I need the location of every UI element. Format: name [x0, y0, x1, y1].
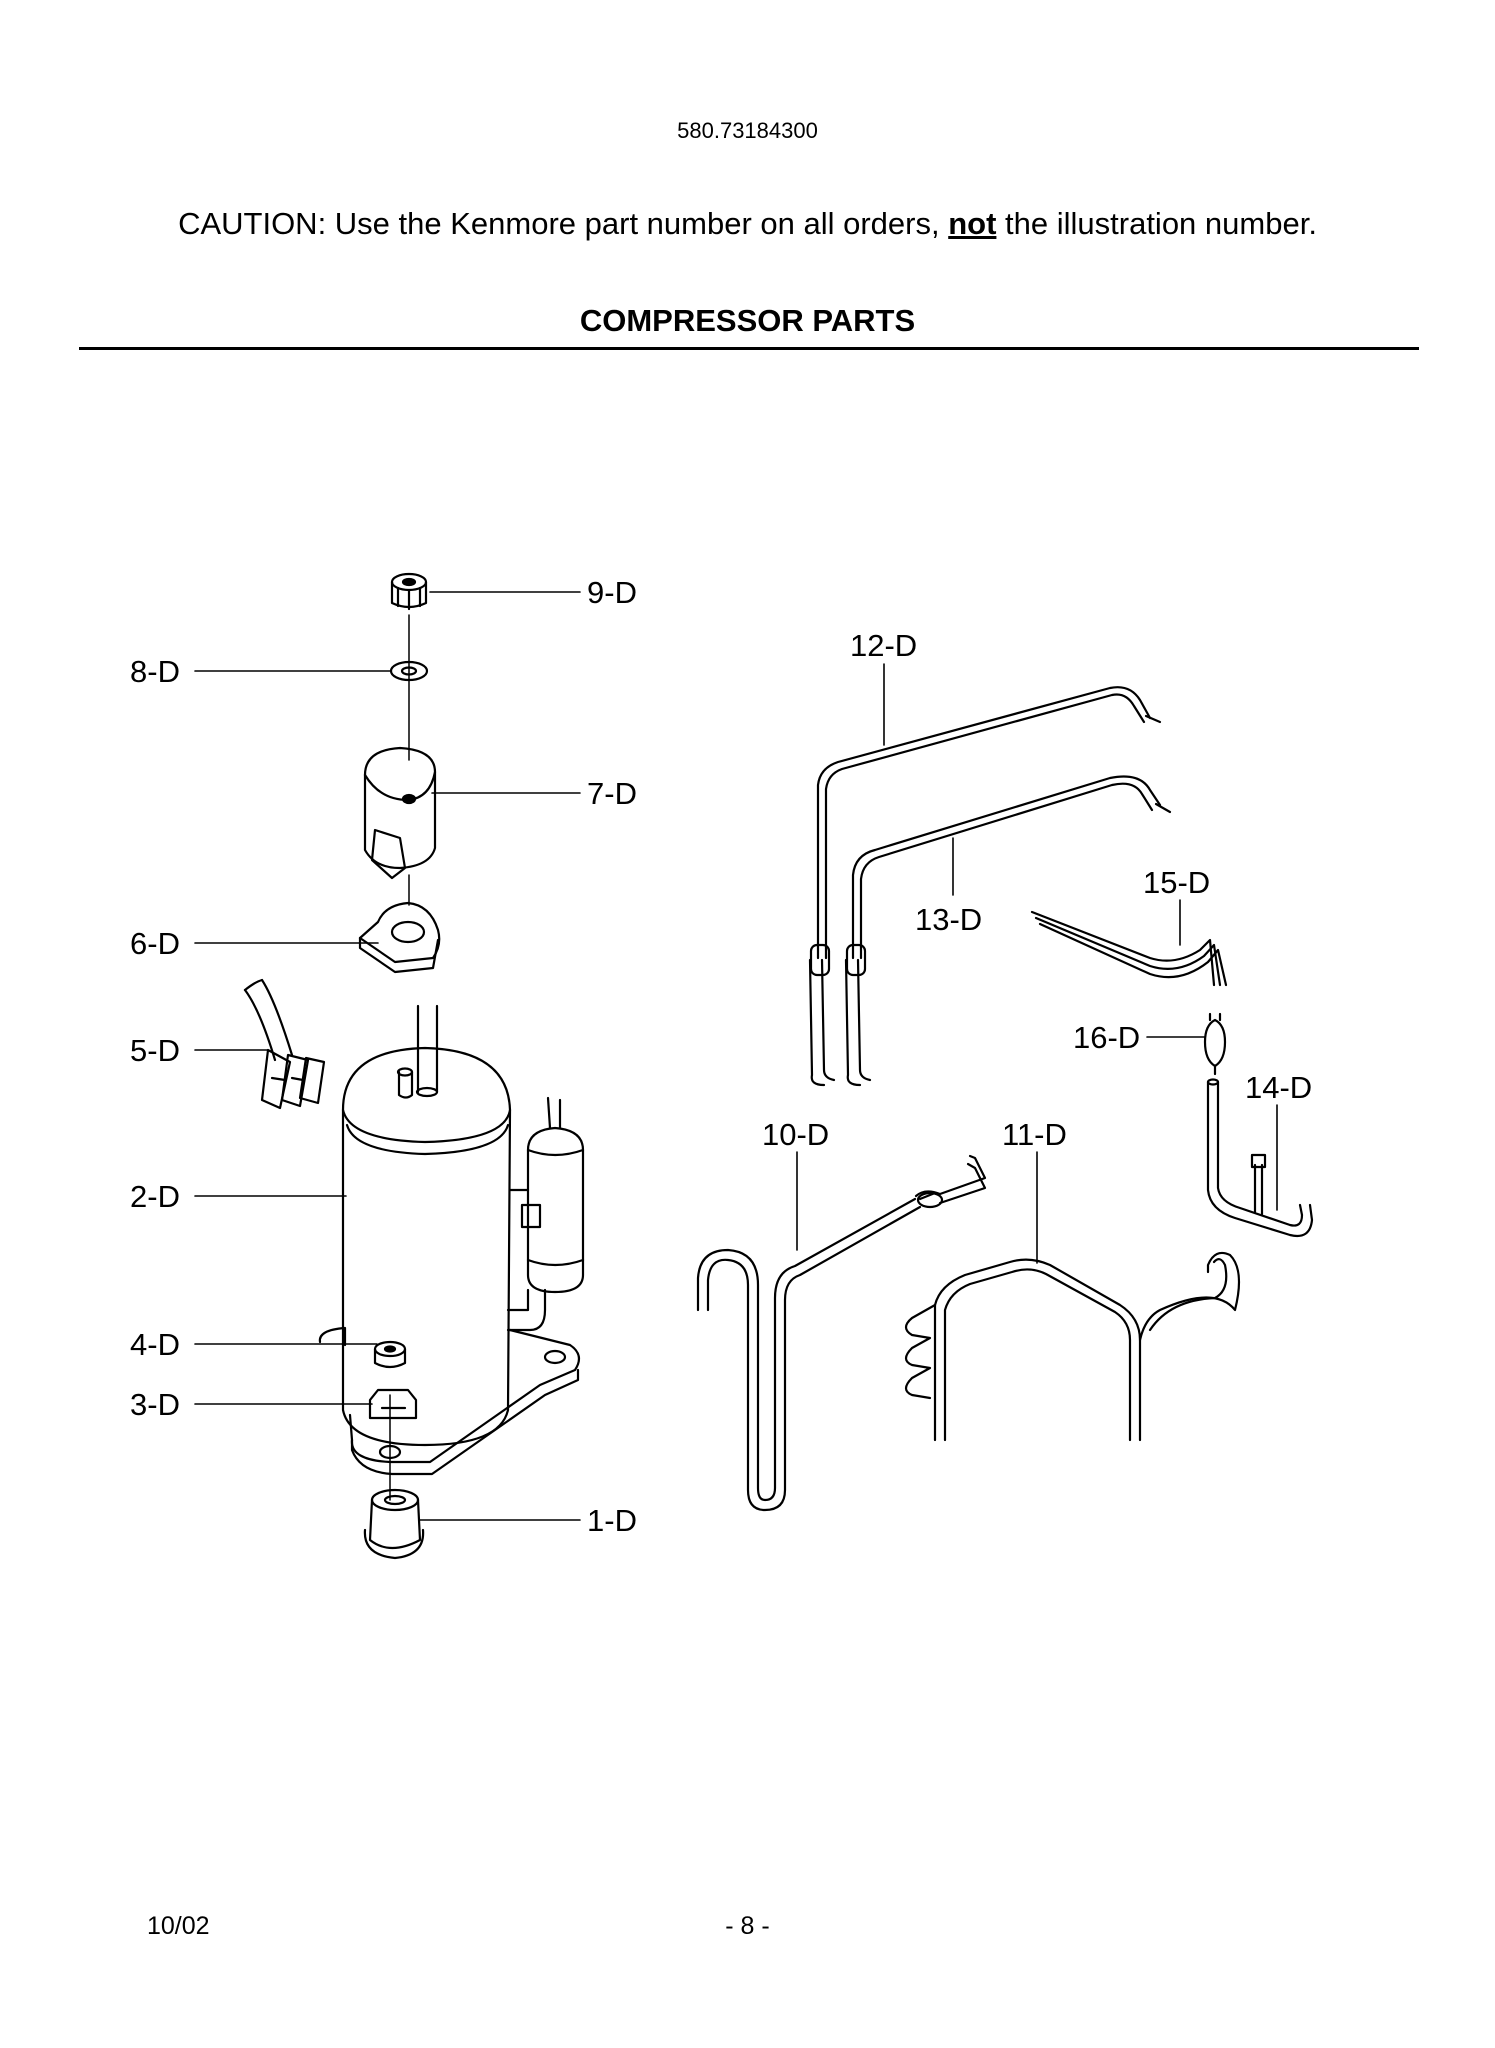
callout-15: 15-D [1143, 865, 1210, 900]
part-14-tube [1206, 1078, 1314, 1238]
callout-16: 16-D [1073, 1020, 1140, 1055]
caution-suffix: the illustration number. [996, 206, 1317, 241]
callout-2: 2-D [130, 1179, 180, 1214]
model-number: 580.73184300 [677, 118, 818, 143]
section-title: COMPRESSOR PARTS [579, 303, 916, 338]
callout-10: 10-D [762, 1117, 829, 1152]
part-6-gasket [358, 901, 441, 974]
callout-9: 9-D [587, 575, 637, 610]
caution-emphasis: not [948, 206, 997, 241]
callout-4: 4-D [130, 1327, 180, 1362]
leader-lines [194, 591, 1278, 1521]
caution-notice: CAUTION: Use the Kenmore part number on … [0, 206, 1495, 242]
footer-date: 10/02 [147, 1912, 210, 1940]
part-2-compressor [318, 1004, 585, 1476]
part-16-drier [1203, 1012, 1227, 1076]
callout-14: 14-D [1245, 1070, 1312, 1105]
caution-prefix: CAUTION: Use the Kenmore part number on … [178, 206, 949, 241]
page-number: - 8 - [725, 1912, 770, 1940]
callout-11: 11-D [1002, 1117, 1067, 1152]
callout-7: 7-D [587, 776, 637, 811]
callout-3: 3-D [130, 1387, 180, 1422]
part-7-terminal-cover [363, 746, 437, 880]
part-15-wires [1030, 910, 1228, 987]
callout-6: 6-D [130, 926, 180, 961]
part-13-tube [844, 775, 1172, 1087]
callout-5: 5-D [130, 1033, 180, 1068]
part-1-grommet [363, 1488, 425, 1560]
callout-8: 8-D [130, 654, 180, 689]
callout-1: 1-D [587, 1503, 637, 1538]
callout-12: 12-D [850, 628, 917, 663]
part-12-tube [808, 686, 1162, 1087]
part-9-nut [390, 572, 428, 611]
part-8-washer [389, 660, 429, 682]
part-5-wire-harness [243, 978, 326, 1110]
callout-13: 13-D [915, 902, 982, 937]
part-10-tube [696, 1154, 987, 1512]
part-11-tube [904, 1251, 1241, 1442]
part-4-nut [373, 1340, 407, 1369]
section-divider [79, 347, 1419, 350]
